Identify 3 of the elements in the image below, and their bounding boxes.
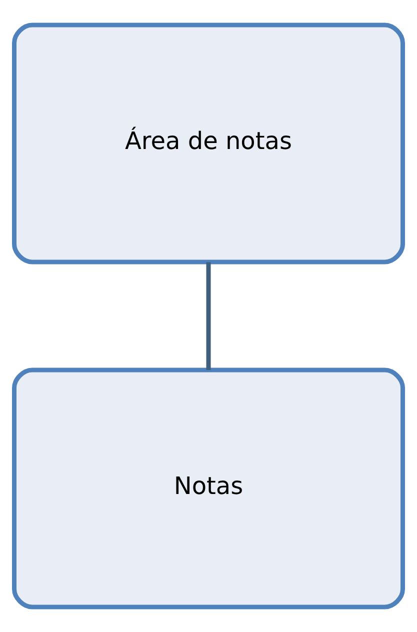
connector — [206, 262, 211, 370]
node-box: Área de notas — [12, 22, 405, 264]
node-box: Notas — [12, 368, 405, 610]
